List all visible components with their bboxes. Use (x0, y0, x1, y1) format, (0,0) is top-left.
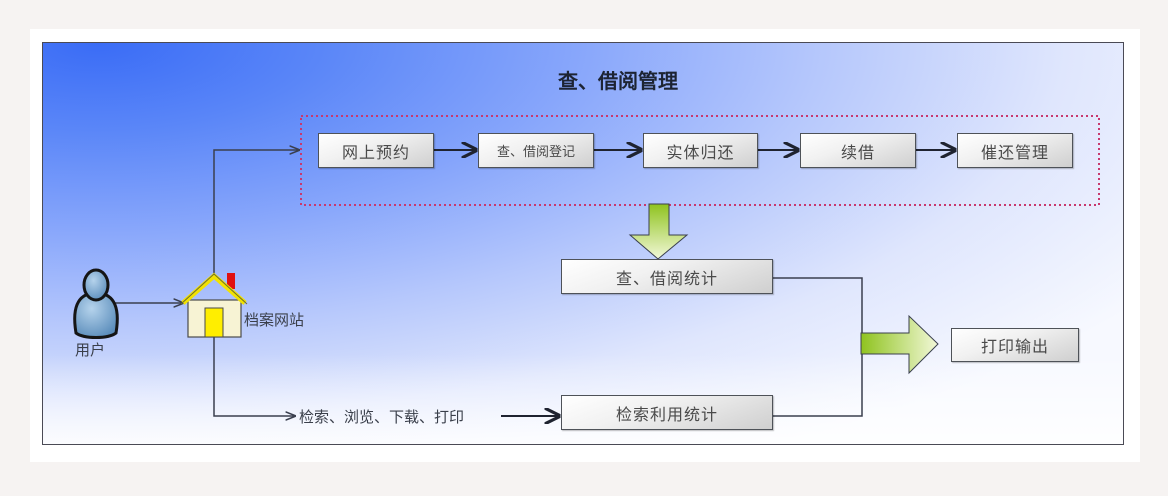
borrow-stats-box[interactable]: 查、借阅统计 (561, 259, 773, 294)
search-stats-box[interactable]: 检索利用统计 (561, 395, 773, 430)
connector-layer (73, 115, 1100, 445)
connector-borrow-stats-merge (773, 277, 863, 417)
site-label: 档案网站 (244, 311, 305, 329)
user-icon (73, 268, 119, 339)
step-physical-return[interactable]: 实体归还 (643, 133, 758, 168)
search-path-label: 检索、浏览、下载、打印 (299, 408, 465, 426)
green-down-arrow (628, 203, 689, 260)
user-label: 用户 (75, 341, 106, 359)
step-online-reservation[interactable]: 网上预约 (318, 133, 434, 168)
borrow-flow-group-border (300, 115, 1100, 206)
diagram-canvas: 查、借阅管理 网上预约 查、借阅登记 实体归还 续借 催还管理 查、借阅统计 检… (42, 42, 1124, 445)
print-output-box[interactable]: 打印输出 (951, 328, 1079, 362)
step-borrow-registration[interactable]: 查、借阅登记 (478, 133, 594, 168)
connector-site-to-borrow-flow (213, 150, 299, 275)
house-icon (180, 272, 248, 338)
connector-site-to-search (213, 337, 295, 416)
step-renewal[interactable]: 续借 (800, 133, 916, 168)
diagram-title: 查、借阅管理 (558, 69, 678, 93)
green-right-arrow (860, 314, 939, 375)
step-overdue-management[interactable]: 催还管理 (957, 133, 1073, 168)
